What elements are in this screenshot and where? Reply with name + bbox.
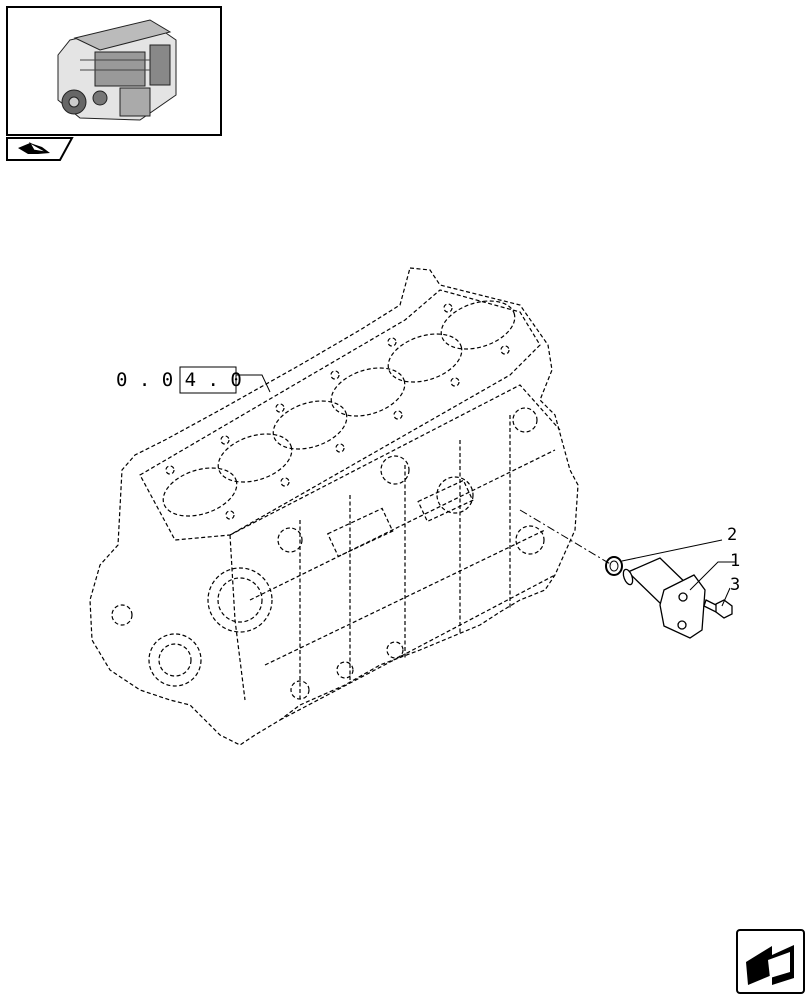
callout-1: 1 <box>730 551 740 571</box>
callout-3: 3 <box>730 575 740 595</box>
open-book-icon <box>18 141 50 154</box>
pipe-part[interactable] <box>622 557 706 639</box>
callout-leaders <box>621 539 736 607</box>
seal-ring-part[interactable] <box>605 556 623 576</box>
reference-label[interactable]: 0 . 0 4 . 0 <box>116 366 271 394</box>
assembly-centerline <box>519 509 613 566</box>
thumbnail-frame[interactable] <box>6 6 222 136</box>
reference-text: 0 . 0 4 . 0 <box>116 369 242 391</box>
next-page-arrow-icon <box>746 945 794 985</box>
engine-block-drawing <box>89 267 579 746</box>
next-page-button[interactable] <box>736 929 805 994</box>
engine-thumbnail-icon <box>57 19 177 121</box>
book-tab[interactable] <box>6 137 74 161</box>
callout-2: 2 <box>727 525 737 545</box>
screw-part[interactable] <box>703 599 733 619</box>
